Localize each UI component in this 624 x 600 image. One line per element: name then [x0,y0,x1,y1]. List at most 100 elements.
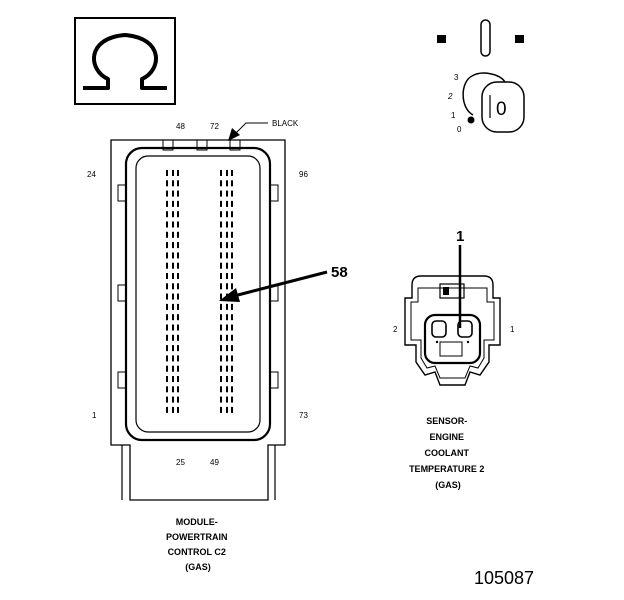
pin-cavity [177,273,179,279]
pin-cavity [220,314,222,321]
pin-cavity [231,180,233,187]
pin-58-callout: 58 [331,264,348,281]
pin-cavity [166,283,168,290]
pin-cavity [177,190,179,197]
pin-cavity [231,355,233,362]
pin-cavity [166,231,168,238]
pin-cavity [166,314,168,321]
pin-cavity [220,262,222,269]
pin-cavity [231,324,233,331]
pin-cavity [172,180,174,187]
pin-cavity [172,252,174,259]
pin-cavity [231,231,233,238]
ohmmeter-box [74,17,176,105]
pin-cavity [166,303,168,310]
key-slot-right [515,35,524,43]
pin-cavity [166,406,168,413]
key-pos-2: 2 [447,92,453,101]
pin-cavity [226,376,228,382]
pin-cavity [220,273,222,279]
pin-cavity [220,406,222,413]
pin-cavity [177,314,179,321]
pin-label-1: 1 [92,411,97,420]
pin-cavity [172,283,174,290]
pin-cavity [177,252,179,259]
pin-cavity [166,170,168,176]
pin-cavity [226,211,228,218]
pin-cavity [166,293,168,300]
pcm-latch-left [162,139,174,151]
pin-cavity [231,396,233,403]
ect-body-inner [410,287,495,379]
pin-cavity [226,355,228,362]
pcm-tab-left-3 [117,371,127,389]
pin-cavity [220,221,222,228]
pin-cavity [231,334,233,341]
pin-cavity [226,190,228,197]
pin-cavity [172,314,174,321]
ect-body-outer [404,275,501,386]
pin-cavity [220,170,222,176]
pin-cavity [172,396,174,403]
pin-cavity [166,334,168,341]
ect-side-label-2: 2 [393,325,398,334]
pin-cavity [177,376,179,382]
ect-key [439,341,463,357]
pin-cavity [220,242,222,249]
pin-cavity [177,386,179,393]
ohmmeter-symbol: Ω [74,17,176,105]
pin-cavity [172,355,174,362]
pin-cavity [231,262,233,269]
pin-cavity [172,273,174,279]
pin-cavity [231,314,233,321]
pin-cavity [231,386,233,393]
pin-cavity [231,190,233,197]
pin-cavity [226,252,228,259]
pin-cavity [172,303,174,310]
pin-cavity [177,334,179,341]
pin-cavity [220,334,222,341]
pin-cavity [172,345,174,352]
pin-cavity [231,376,233,382]
ect-latch-fill [443,287,449,295]
pin-cavity [172,262,174,269]
key-blade [480,19,491,57]
ect-caption: SENSOR- ENGINE COOLANT TEMPERATURE 2 (GA… [409,416,487,490]
pcm-latch-mid [196,139,208,151]
ect-caption-line-3: COOLANT [424,448,469,458]
pin-cavity [226,242,228,249]
pin-cavity [226,170,228,176]
ect-cavity [423,313,482,365]
pin-label-49: 49 [210,458,219,467]
pin-cavity [166,345,168,352]
pin-cavity [177,406,179,413]
pin-58-arrowhead [219,288,240,302]
ect-caption-line-5: (GAS) [435,480,461,490]
pin-cavity [226,231,228,238]
pin-cavity [172,365,174,372]
pin-cavity [172,406,174,413]
pcm-shell-outer [110,139,286,501]
pin-cavity [166,376,168,382]
pin-cavity [172,170,174,176]
pin-cavity [231,170,233,176]
pin-cavity [220,211,222,218]
pin-cavity [231,252,233,259]
pin-cavity [220,252,222,259]
pin-cavity [166,396,168,403]
pin-cavity [172,334,174,341]
pin-cavity [231,303,233,310]
key-pos-0: 0 [457,125,462,134]
pin-58-leader [233,270,328,298]
pin-cavity [226,283,228,290]
pin-cavity [220,386,222,393]
pin-cavity [166,365,168,372]
pin-cavity [231,273,233,279]
pin-cavity [177,396,179,403]
pin-cavity [177,365,179,372]
color-callout-arrowhead [228,128,240,141]
pin-cavity [231,283,233,290]
connector-color-label: BLACK [272,119,299,128]
pin-cavity [172,221,174,228]
pin-cavity [177,324,179,331]
